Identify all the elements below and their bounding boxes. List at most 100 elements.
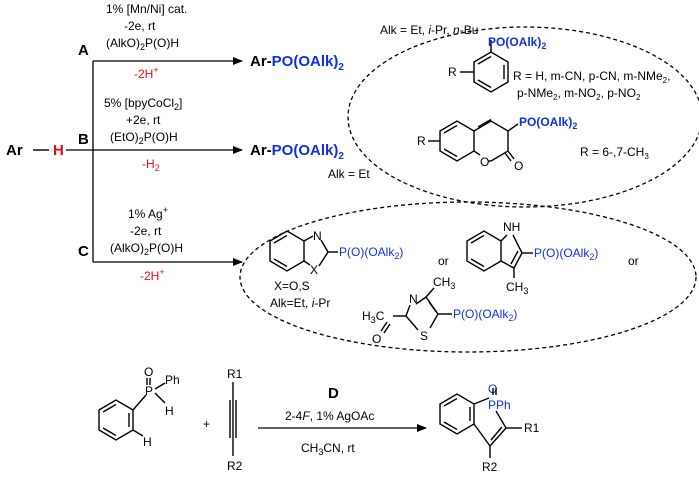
indole-benzo-ring <box>466 230 502 272</box>
indole-nh: NH <box>503 220 520 234</box>
route-b-catalyst: 5% [bpyCoCl2] <box>104 96 182 112</box>
or-separator-2: or <box>628 254 639 268</box>
thiazole-sc2-bond <box>405 315 419 331</box>
reactant-cp-bond <box>132 394 147 411</box>
coumarin-double-2 <box>443 148 458 158</box>
thiazole-methyl: CH3 <box>433 275 455 291</box>
substrate-ar-h: Ar H <box>6 142 64 159</box>
thiazole-methyl-bond <box>425 287 435 298</box>
product-b: Ar-PO(OAlk)2 <box>250 142 344 162</box>
product-benzophosphole: O PPh R1 R2 <box>439 382 540 474</box>
route-a-conditions: A 1% [Mn/Ni] cat. -2e, rt (AlkO)2P(O)H -… <box>78 2 187 81</box>
reaction-plus: + <box>203 417 210 431</box>
substrate-ar: Ar <box>6 142 23 159</box>
route-c-byproduct: -2H+ <box>140 267 165 283</box>
benzazole-alk-values: Alk=Et, i-Pr <box>270 296 330 310</box>
phenyl-ring <box>473 51 509 93</box>
route-a-byproduct: -2H+ <box>134 65 159 81</box>
reactant-ph-bond <box>154 392 166 404</box>
r-values-line2: p-NMe2, m-NO2, p-NO2 <box>517 86 641 102</box>
r-values-line1: R = H, m-CN, p-CN, m-NMe2, <box>513 69 670 85</box>
indole-methyl: CH3 <box>506 280 528 296</box>
benzazole-double-2 <box>273 258 288 268</box>
product-a: Ar-PO(OAlk)2 <box>250 53 344 73</box>
reactant-double-1 <box>102 403 117 413</box>
reactant-alkyne: R1 R2 <box>227 367 243 473</box>
route-a-product: Ar-PO(OAlk)2 Alk = Et, i-Pr, n-Bu <box>250 23 478 73</box>
coumarin-ring-o: O <box>480 155 489 169</box>
product-double-2 <box>443 421 458 431</box>
scope-ellipse-bottom <box>239 201 697 353</box>
reactant-phosphine-oxide: P O Ph H H <box>98 365 180 449</box>
indole-structure: NH P(O)(OAlk2) CH3 <box>466 220 598 296</box>
route-b-alk-scope: Alk = Et <box>328 167 370 181</box>
coumarin-carbonyl-o: O <box>514 159 523 173</box>
thiazole-nc4-bond <box>415 296 427 305</box>
route-d-condition-2: CH3CN, rt <box>301 441 355 457</box>
route-b-byproduct: -H2 <box>142 157 160 173</box>
indole-nc-bond <box>512 234 523 254</box>
route-d-conditions: D 2-4F, 1% AgOAc CH3CN, rt <box>258 385 427 457</box>
route-a-label: A <box>78 42 89 59</box>
coumarin-benzo-ring <box>439 120 475 162</box>
route-c-electrons: -2e, rt <box>130 224 162 238</box>
product-c3a-bond <box>473 423 491 447</box>
product-r1: R1 <box>524 421 540 435</box>
benzazole-x-values: X=O,S <box>274 279 310 293</box>
benzazole-x-bond <box>303 260 311 266</box>
route-b-reagent: (EtO)2P(O)H <box>110 130 178 146</box>
coumarin-carbonyl-bond-1 <box>507 150 515 160</box>
thiazole-double-1 <box>428 301 438 314</box>
benzazole-x: X <box>310 263 318 277</box>
coumarin-r-values: R = 6-,7-CH3 <box>580 145 649 161</box>
thiazole-carbonyl-o: O <box>372 332 381 346</box>
benzazole-p-group: P(O)(OAlk2) <box>339 245 403 261</box>
benzazole-n: N <box>313 229 322 243</box>
indole-p-group: P(O)(OAlk2) <box>534 246 598 262</box>
route-c-catalyst: 1% Ag+ <box>128 205 168 221</box>
product-pph: PPh <box>488 398 511 412</box>
coumarin-p-bond <box>507 123 519 132</box>
benzazole-n-bond <box>303 235 314 242</box>
thiazole-acetyl: H3C <box>362 309 385 325</box>
route-d-label: D <box>328 385 339 402</box>
phenyl-p-group: PO(OAlk)2 <box>488 35 546 51</box>
or-separator-1: or <box>438 254 449 268</box>
indole-double-2 <box>470 258 485 268</box>
benzazole-cn-bond <box>320 239 329 253</box>
reactant-ph-h: H <box>165 404 174 418</box>
coumarin-double-1 <box>443 124 458 134</box>
benzazole-structure: N X P(O)(OAlk2) X=O,S Alk=Et, i-Pr <box>269 229 403 310</box>
route-b-product: Ar-PO(OAlk)2 Alk = Et <box>250 142 370 181</box>
thiazole-carbonyl-bond-1 <box>380 321 388 332</box>
product-double-1 <box>443 397 458 407</box>
route-a-reagent: (AlkO)2P(O)H <box>106 36 179 52</box>
phenyl-phosphonate-structure: PO(OAlk)2 R <box>448 35 546 93</box>
scope-ellipse-top <box>347 26 699 208</box>
product-pc2-bond <box>495 410 507 429</box>
indole-double-1 <box>470 234 485 244</box>
phenyl-r: R <box>448 65 457 79</box>
alkyne-r1: R1 <box>227 367 243 381</box>
thiazole-p-group: P(O)(OAlk2) <box>453 307 517 323</box>
indole-n-bond <box>500 234 508 242</box>
alkyne-r2: R2 <box>227 459 243 473</box>
coumarin-r: R <box>417 134 426 148</box>
coumarin-phosphonate-structure: O O PO(OAlk)2 R R = 6-,7-CH3 <box>417 115 649 173</box>
route-b-label: B <box>78 131 89 148</box>
reactant-pph-bond <box>154 382 166 390</box>
coumarin-double-3 <box>477 118 492 128</box>
thiazole-structure: N S CH3 P(O)(OAlk2) H3C O <box>362 275 517 346</box>
thiazole-c2n-bond <box>405 304 411 317</box>
route-a-catalyst: 1% [Mn/Ni] cat. <box>106 2 187 16</box>
indole-double-3 <box>510 250 519 265</box>
thiazole-n: N <box>409 292 418 306</box>
route-c-label: C <box>78 243 89 260</box>
product-cp-bond <box>473 397 490 405</box>
thiazole-c5s-bond <box>429 313 439 329</box>
phenyl-r-values: R = H, m-CN, p-CN, m-NMe2, p-NMe2, m-NO2… <box>513 69 670 102</box>
route-c-reagent: (AlkO)2P(O)H <box>110 241 183 257</box>
thiazole-carbonyl-bond-2 <box>383 323 391 334</box>
phenyl-double-1 <box>477 55 492 65</box>
reactant-o: O <box>144 365 153 379</box>
